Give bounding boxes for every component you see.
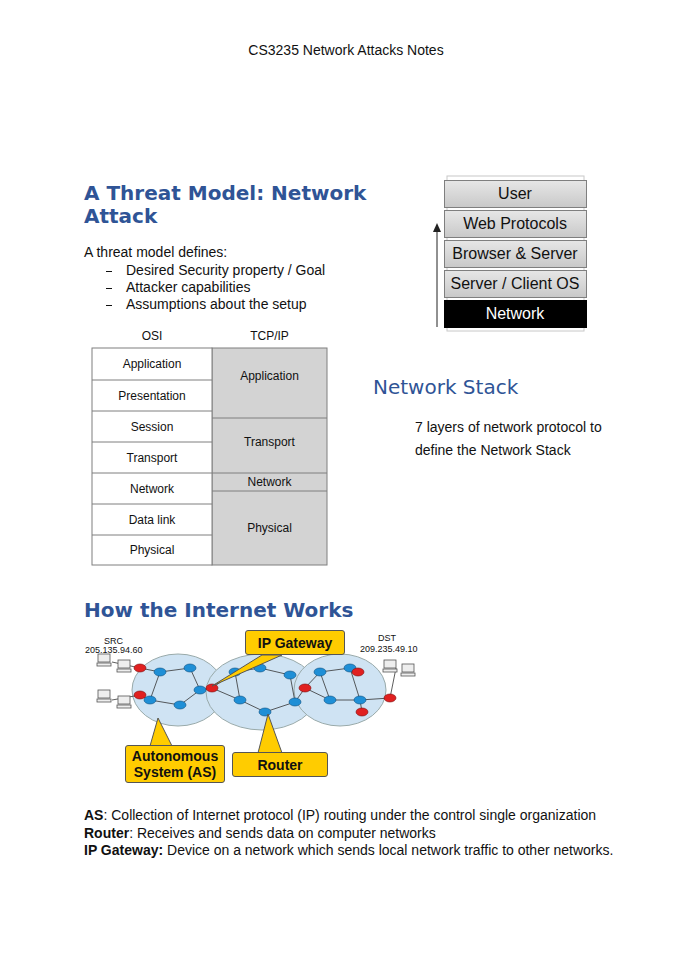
stack-layer: Web Protocols (444, 210, 587, 238)
table-cell: Presentation (92, 380, 212, 411)
table-header: TCP/IP (212, 328, 327, 344)
callout-box: Autonomous System (AS) (125, 745, 225, 783)
stack-layer: User (444, 180, 587, 208)
table-cell: Network (212, 473, 327, 491)
section-heading: Network Stack (373, 376, 633, 399)
bullet-dash (106, 305, 112, 306)
table-cell: Application (212, 348, 327, 404)
definition: : Receives and sends data on computer ne… (129, 825, 436, 841)
definition: : Collection of Internet protocol (IP) r… (103, 807, 596, 823)
table-cell: Transport (92, 442, 212, 473)
page-header: CS3235 Network Attacks Notes (0, 42, 692, 59)
callout-pointer (212, 655, 282, 686)
callout-pointer (150, 718, 172, 746)
bullet-dash (106, 271, 112, 272)
table-cell: Session (92, 411, 212, 442)
table-cell: Physical (92, 535, 212, 565)
term: AS (84, 807, 103, 823)
ip-address: 205.135.94.60 (85, 645, 165, 655)
node-text: User (498, 185, 532, 203)
term: IP Gateway: (84, 842, 163, 858)
stack-layer: Browser & Server (444, 240, 587, 268)
stack-layer: Network (444, 300, 587, 328)
section-heading: A Threat Model: Network Attack (84, 182, 384, 228)
stack-layer: Server / Client OS (444, 270, 587, 298)
table-cell: Data link (92, 504, 212, 535)
callout-pointer (258, 714, 282, 753)
table-cell: Physical (212, 491, 327, 565)
section-heading: How the Internet Works (84, 599, 484, 622)
host-label: DST (378, 633, 418, 643)
callout-box: Router (232, 752, 328, 777)
term: Router (84, 825, 129, 841)
bullet-text: Assumptions about the setup (126, 296, 386, 313)
bullet-text: Attacker capabilities (126, 279, 386, 296)
node-text: Web Protocols (463, 215, 567, 233)
bullet-dash (106, 288, 112, 289)
definition-line: IP Gateway: Device on a network which se… (84, 842, 684, 859)
table-header: OSI (92, 328, 212, 344)
node-text: Router (257, 757, 302, 773)
definition-line: AS: Collection of Internet protocol (IP)… (84, 807, 684, 824)
stack-arrowhead (433, 223, 441, 232)
node-text: Browser & Server (452, 245, 577, 263)
node-text: Server / Client OS (451, 275, 580, 293)
body-text: 7 layers of network protocol to define t… (415, 416, 615, 462)
table-cell: Application (92, 348, 212, 380)
ip-address: 209.235.49.10 (360, 644, 440, 654)
definition: Device on a network which sends local ne… (163, 842, 613, 858)
node-text: Network (486, 305, 545, 323)
layer-table (92, 348, 327, 565)
node-text: IP Gateway (258, 635, 332, 651)
bullet-text: Desired Security property / Goal (126, 262, 386, 279)
body-text: A threat model defines: (84, 244, 384, 261)
table-cell: Network (92, 473, 212, 504)
host-label: SRC (104, 636, 144, 646)
table-cell: Transport (212, 418, 327, 466)
node-text: Autonomous System (AS) (132, 748, 218, 780)
internet-illustration (97, 654, 415, 730)
callout-box: IP Gateway (245, 630, 345, 655)
stack-arrow (437, 230, 438, 327)
definition-line: Router: Receives and sends data on compu… (84, 825, 684, 842)
